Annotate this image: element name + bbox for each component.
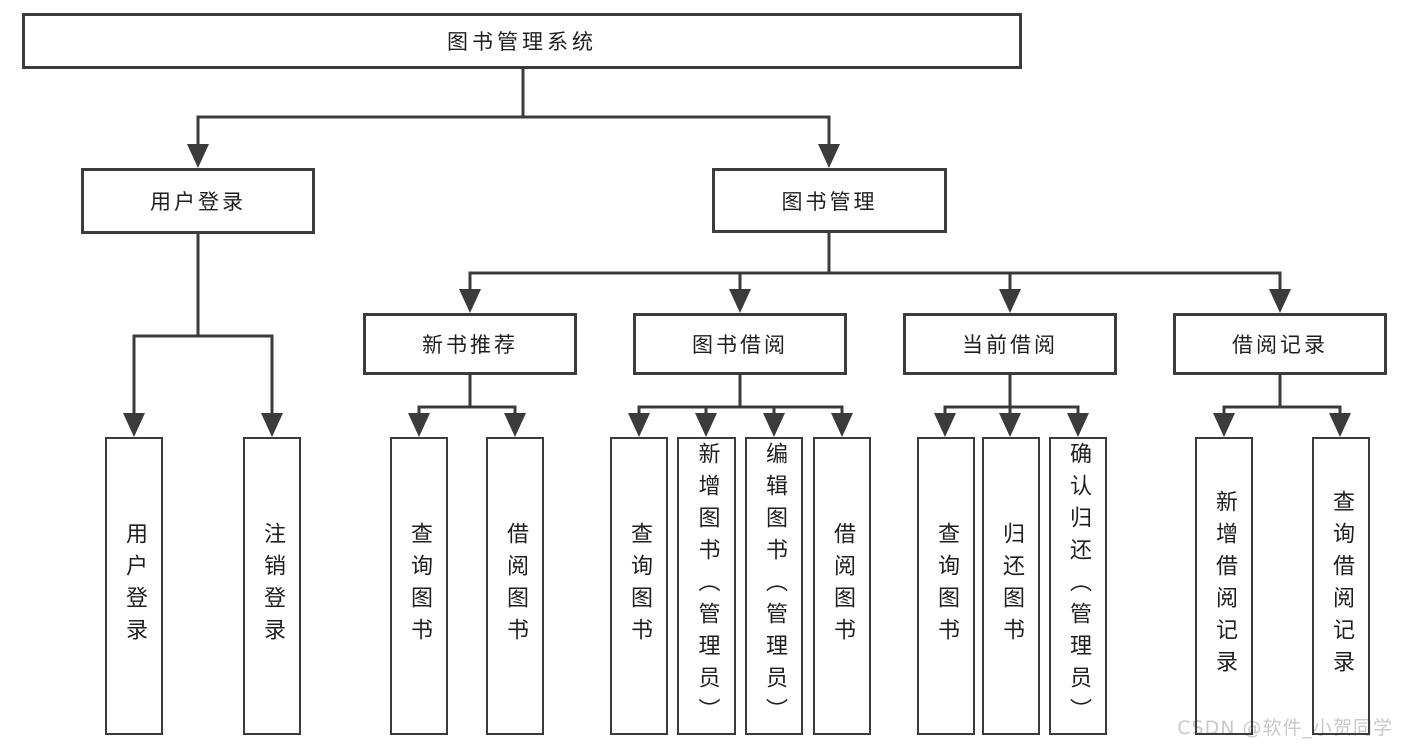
node-book-borrowing: 图书借阅 bbox=[633, 313, 847, 375]
node-label: 查询图书 bbox=[934, 522, 959, 650]
node-label: 确认归还（管理员） bbox=[1066, 442, 1091, 730]
arrowhead bbox=[261, 413, 283, 437]
arrowhead bbox=[999, 413, 1021, 437]
leaf-add-books-admin: 新增图书（管理员） bbox=[677, 437, 736, 735]
leaf-add-borrow-record: 新增借阅记录 bbox=[1195, 437, 1253, 735]
node-label: 当前借阅 bbox=[962, 333, 1058, 357]
leaf-query-books-recommend: 查询图书 bbox=[390, 437, 448, 735]
node-label: 图书借阅 bbox=[692, 333, 788, 357]
arrowhead bbox=[729, 289, 751, 313]
node-label: 新增借阅记录 bbox=[1212, 490, 1237, 682]
node-label: 新书推荐 bbox=[422, 333, 518, 357]
arrowhead bbox=[695, 413, 717, 437]
node-label: 查询图书 bbox=[627, 522, 652, 650]
node-label: 新增图书（管理员） bbox=[694, 442, 720, 730]
node-system-root: 图书管理系统 bbox=[22, 13, 1022, 69]
arrowhead bbox=[408, 413, 430, 437]
arrowhead bbox=[1213, 413, 1235, 437]
connector-path bbox=[132, 67, 1342, 419]
arrowhead bbox=[504, 413, 526, 437]
arrowhead bbox=[831, 413, 853, 437]
node-new-book-recommend: 新书推荐 bbox=[363, 313, 577, 375]
leaf-borrow-books-recommend: 借阅图书 bbox=[486, 437, 544, 735]
node-label: 查询图书 bbox=[407, 522, 432, 650]
arrowhead bbox=[187, 144, 209, 168]
leaf-query-books-borrowing: 查询图书 bbox=[610, 437, 668, 735]
arrowhead bbox=[123, 413, 145, 437]
node-label: 注销登录 bbox=[260, 522, 285, 650]
leaf-edit-books-admin: 编辑图书（管理员） bbox=[745, 437, 803, 735]
leaf-logout: 注销登录 bbox=[243, 437, 301, 735]
node-label: 图书管理系统 bbox=[447, 30, 597, 54]
arrowhead bbox=[1269, 289, 1291, 313]
leaf-return-books: 归还图书 bbox=[982, 437, 1040, 735]
node-book-management: 图书管理 bbox=[712, 168, 947, 233]
arrowhead bbox=[1067, 413, 1089, 437]
leaf-user-login: 用户登录 bbox=[105, 437, 163, 735]
node-label: 用户登录 bbox=[122, 522, 147, 650]
arrowhead bbox=[628, 413, 650, 437]
leaf-query-books-current: 查询图书 bbox=[917, 437, 975, 735]
arrowhead bbox=[459, 289, 481, 313]
leaf-query-borrow-record: 查询借阅记录 bbox=[1312, 437, 1370, 735]
node-label: 查询借阅记录 bbox=[1329, 490, 1354, 682]
arrowhead bbox=[763, 413, 785, 437]
leaf-confirm-return-admin: 确认归还（管理员） bbox=[1049, 437, 1107, 735]
node-borrowing-records: 借阅记录 bbox=[1173, 313, 1387, 375]
arrowhead bbox=[1329, 413, 1351, 437]
node-label: 用户登录 bbox=[150, 190, 246, 214]
node-label: 编辑图书（管理员） bbox=[762, 442, 787, 730]
node-user-login: 用户登录 bbox=[81, 168, 315, 234]
arrowheads bbox=[123, 144, 1351, 437]
leaf-borrow-books: 借阅图书 bbox=[813, 437, 871, 735]
arrowhead bbox=[818, 144, 840, 168]
node-label: 归还图书 bbox=[999, 522, 1024, 650]
node-label: 借阅图书 bbox=[503, 522, 528, 650]
node-current-borrowing: 当前借阅 bbox=[903, 313, 1117, 375]
arrowhead bbox=[999, 289, 1021, 313]
arrowhead bbox=[934, 413, 956, 437]
node-label: 借阅记录 bbox=[1232, 333, 1328, 357]
node-label: 借阅图书 bbox=[830, 522, 855, 650]
node-label: 图书管理 bbox=[781, 189, 878, 214]
